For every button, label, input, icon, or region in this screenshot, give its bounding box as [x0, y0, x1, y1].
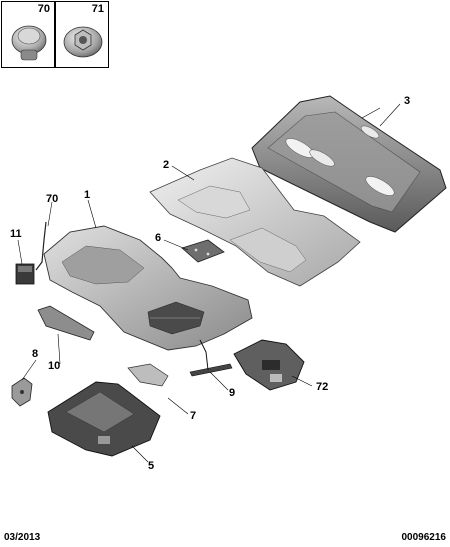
- callout-70: 70: [46, 193, 59, 205]
- callout-11: 11: [10, 228, 22, 240]
- part-7-trim: [127, 363, 169, 387]
- callout-71-inset: 71: [91, 3, 104, 15]
- part-6-pad: [181, 239, 225, 263]
- part-5-storage-tray: [47, 381, 161, 457]
- callout-72: 72: [316, 381, 329, 393]
- callout-8: 8: [32, 348, 39, 360]
- inset-part-71: 71: [55, 1, 109, 68]
- inset-part-70: 70: [1, 1, 55, 68]
- callout-70-inset: 70: [37, 3, 50, 15]
- callout-2: 2: [163, 159, 170, 171]
- footer-reference: 00096216: [401, 532, 447, 543]
- callout-5: 5: [148, 460, 155, 472]
- part-70-wiring: [35, 221, 47, 271]
- callout-3: 3: [404, 95, 411, 107]
- callout-1: 1: [84, 189, 91, 201]
- leader-lines: [17, 103, 401, 463]
- part-72-bracket-assembly: [233, 339, 305, 391]
- callout-9: 9: [229, 387, 236, 399]
- callout-7: 7: [190, 410, 197, 422]
- part-2-rear-floor-carpet: [149, 157, 361, 287]
- footer-date: 03/2013: [4, 532, 41, 543]
- callout-6: 6: [155, 232, 162, 244]
- part-8-bracket: [11, 377, 33, 407]
- part-9-strip: [189, 339, 233, 377]
- part-10-side-trim: [37, 305, 95, 341]
- part-3-rear-floor-insulation: [251, 95, 447, 233]
- part-1-front-floor-carpet: [43, 225, 253, 351]
- clip-nut-icon: [63, 26, 103, 58]
- callout-10: 10: [48, 360, 61, 372]
- push-rivet-icon: [11, 25, 47, 61]
- part-11-block: [15, 263, 35, 285]
